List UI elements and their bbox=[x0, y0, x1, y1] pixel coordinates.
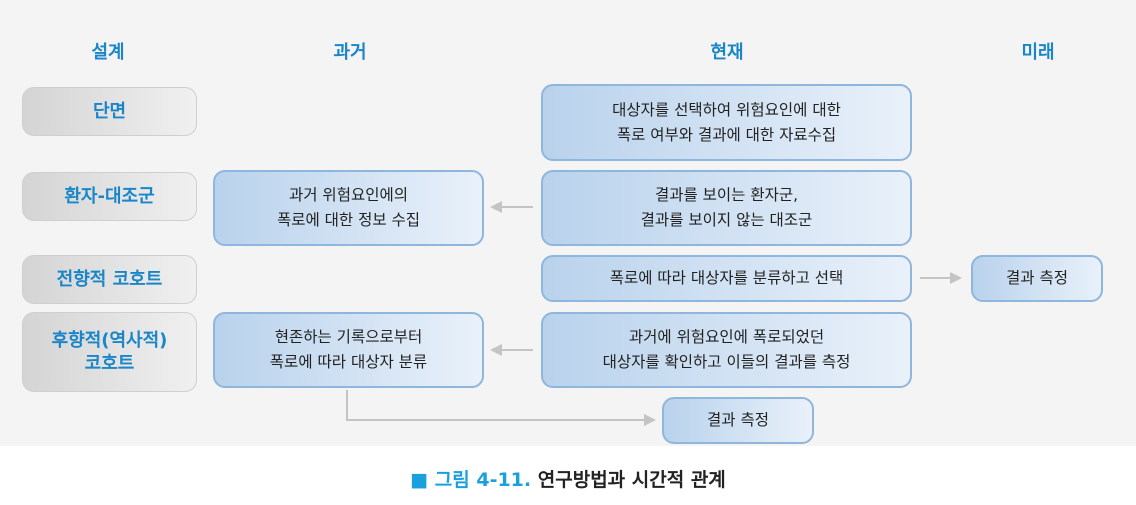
header-future: 미래 bbox=[1021, 42, 1055, 63]
prospective-present-box: 폭로에 따라 대상자를 분류하고 선택 bbox=[541, 255, 912, 302]
case-control-present-box: 결과를 보이는 환자군, 결과를 보이지 않는 대조군 bbox=[541, 170, 912, 246]
header-present: 현재 bbox=[710, 42, 744, 63]
design-case-control: 환자-대조군 bbox=[22, 172, 197, 221]
caption-label: 그림 4-11. bbox=[434, 469, 532, 491]
figure-caption: ■ 그림 4-11. 연구방법과 시간적 관계 bbox=[0, 465, 1136, 492]
caption-marker: ■ bbox=[410, 469, 429, 491]
case-control-past-box: 과거 위험요인에의 폭로에 대한 정보 수집 bbox=[213, 170, 484, 246]
retrospective-past-box: 현존하는 기록으로부터 폭로에 따라 대상자 분류 bbox=[213, 312, 484, 388]
design-prospective-cohort: 전향적 코호트 bbox=[22, 255, 197, 304]
header-design: 설계 bbox=[91, 42, 125, 63]
retrospective-present-box: 과거에 위험요인에 폭로되었던 대상자를 확인하고 이들의 결과를 측정 bbox=[541, 312, 912, 388]
caption-title: 연구방법과 시간적 관계 bbox=[537, 469, 726, 491]
design-retrospective-cohort: 후향적(역사적) 코호트 bbox=[22, 312, 197, 392]
arrow-retrospective-outcome bbox=[346, 390, 645, 421]
header-past: 과거 bbox=[333, 42, 367, 63]
cross-sectional-present-box: 대상자를 선택하여 위험요인에 대한 폭로 여부와 결과에 대한 자료수집 bbox=[541, 84, 912, 161]
prospective-future-box: 결과 측정 bbox=[971, 255, 1103, 302]
design-cross-sectional: 단면 bbox=[22, 87, 197, 136]
retrospective-outcome-box: 결과 측정 bbox=[662, 397, 814, 444]
